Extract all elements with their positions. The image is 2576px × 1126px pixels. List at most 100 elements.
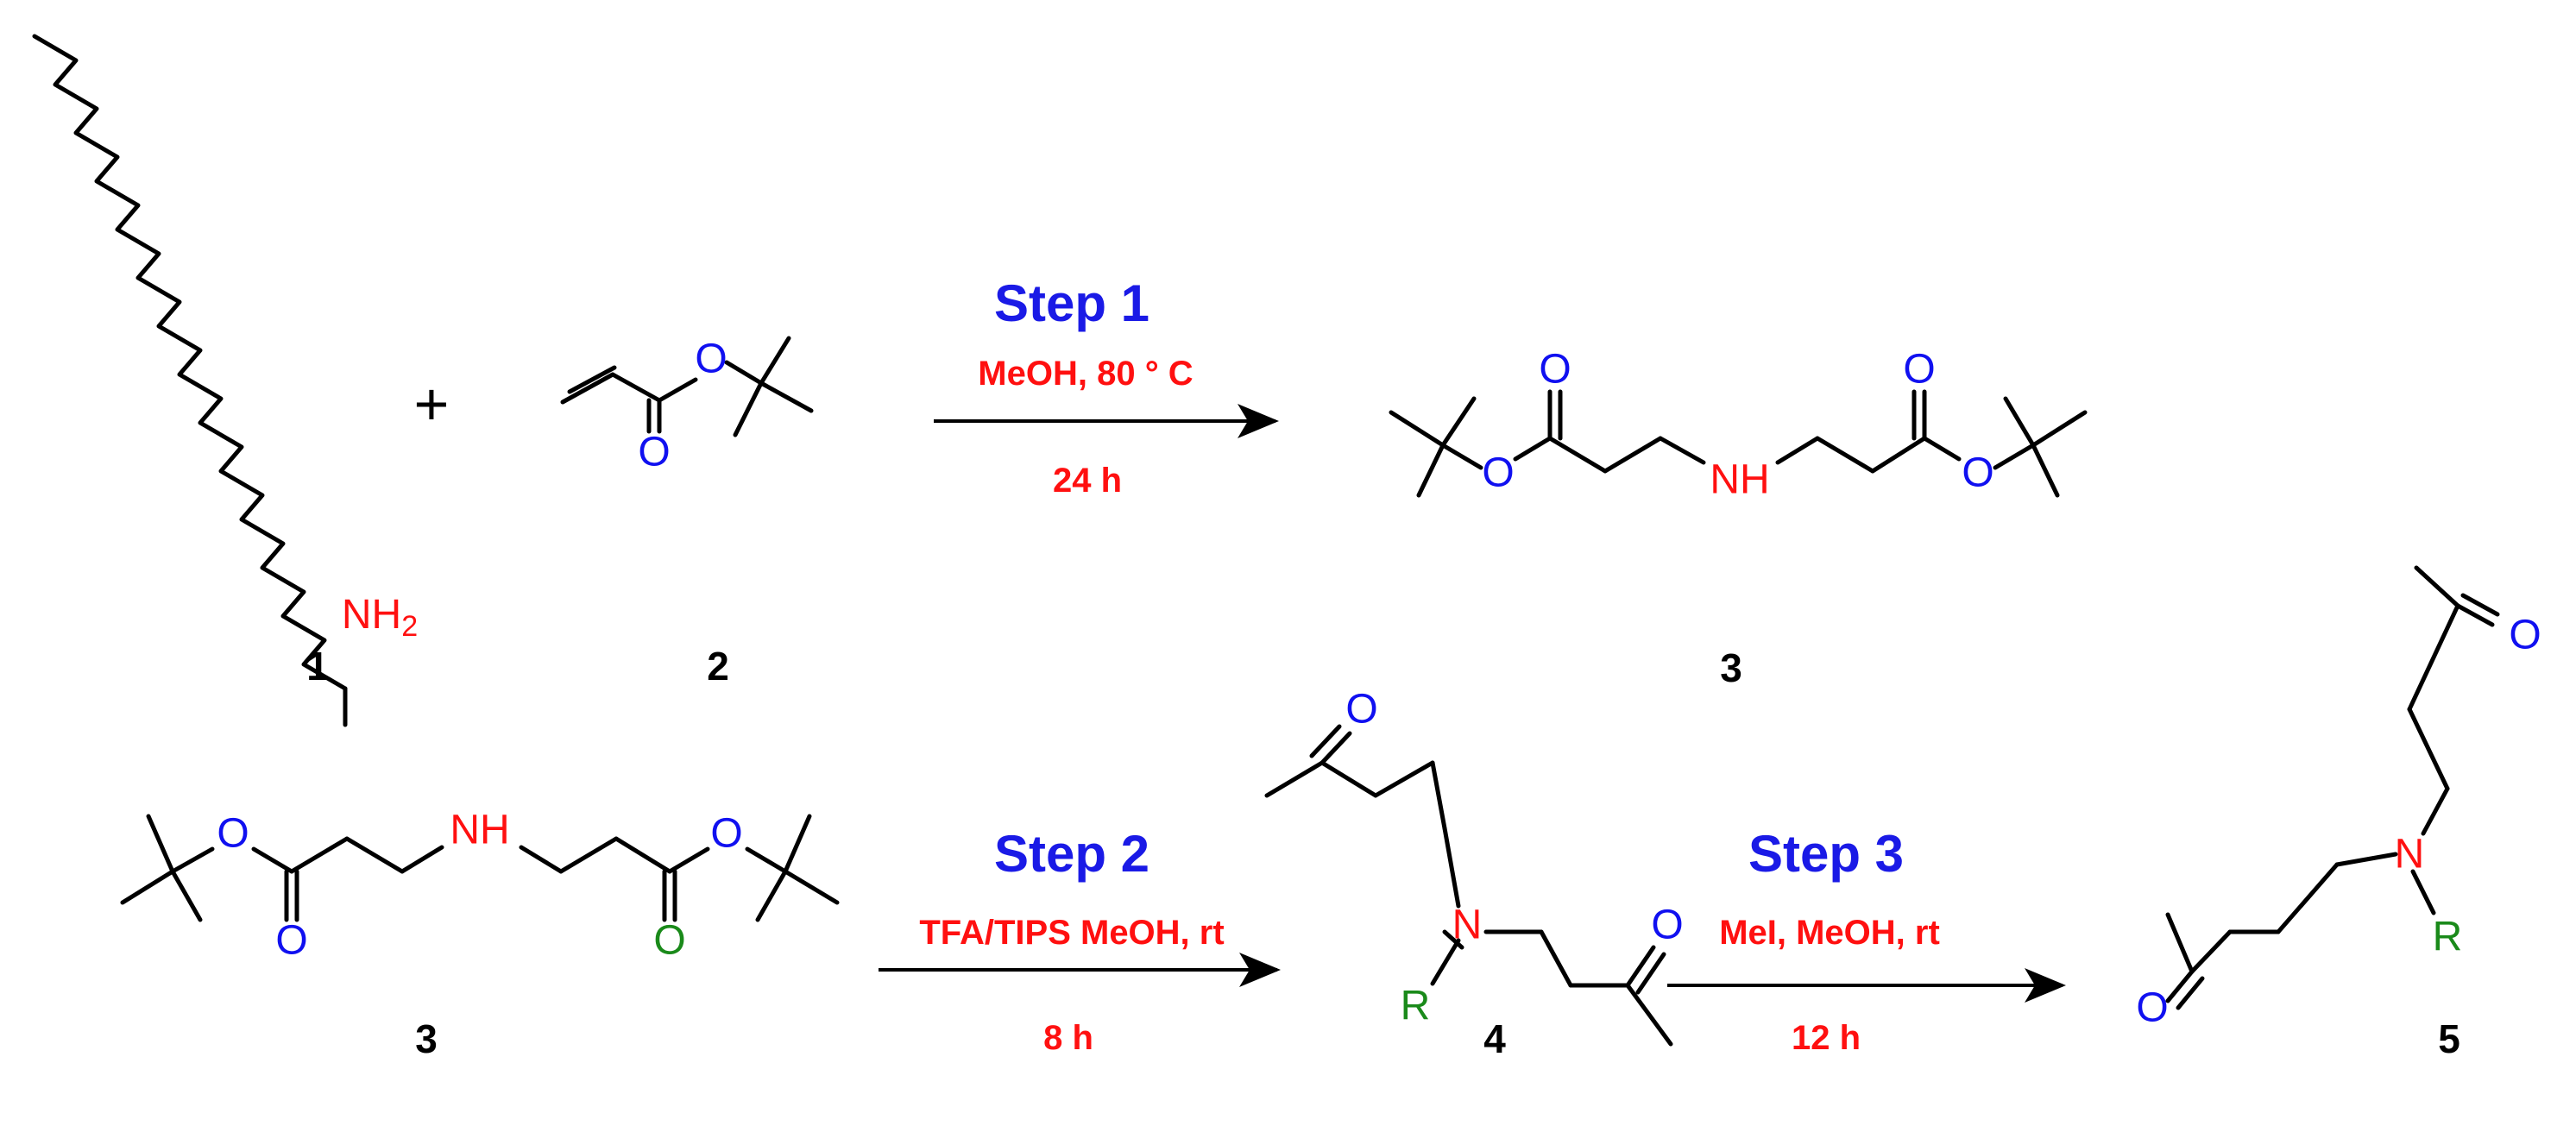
step-2: Step 2 TFA/TIPS MeOH, rt 8 h: [879, 825, 1281, 1057]
tbu-left-me2: [1416, 443, 1445, 498]
b-chain-left-2: [344, 836, 405, 874]
plus-sign: +: [414, 370, 450, 437]
c4-co-lower-b: [1635, 952, 1666, 995]
b-tbu-left-me2: [146, 814, 175, 874]
c5-left-2: [2276, 862, 2340, 934]
compound-1-octadecylamine: NH2 1: [32, 34, 418, 727]
b-tbu-right-me3: [755, 869, 788, 922]
c4-to-n: [1442, 826, 1461, 909]
tbu-right-me2: [2031, 410, 2088, 448]
b-chain-left-3: [400, 845, 444, 874]
step-2-time: 8 h: [1043, 1019, 1093, 1057]
compound-5: O N R O 5: [2136, 565, 2541, 1061]
step-3-reagents: MeI, MeOH, rt: [1719, 914, 1940, 952]
o-carbonyl-right: [1922, 436, 1962, 462]
tbu-left-o: [1440, 443, 1483, 470]
c3t-ether-o-left: O: [1482, 450, 1514, 496]
c3b-carbonyl-o-right: O: [653, 918, 685, 964]
c5-me-upper: [2414, 565, 2460, 608]
vinyl-double-bond: [567, 365, 617, 394]
b-tbu-left-me3: [170, 869, 203, 922]
c3b-ether-o-right: O: [710, 811, 742, 857]
amine-nh-text: NH: [342, 592, 401, 638]
c4-ketone-o-lower: O: [1651, 903, 1683, 948]
amine-nh2: NH2: [342, 592, 418, 644]
step-1-time: 24 h: [1053, 462, 1122, 500]
compound-4: O N R O 4: [1264, 687, 1684, 1061]
c-c-bond: [610, 372, 662, 403]
compound-3-top: O O NH O O 3: [1389, 347, 2088, 690]
c5-upper-1: [2407, 603, 2460, 712]
c3t-carbonyl-o-left: O: [1539, 347, 1571, 393]
c4-co-lower-a: [1625, 945, 1656, 988]
compound-label-1: 1: [306, 644, 329, 689]
c4-upper-1: [1319, 760, 1378, 798]
compound-label-4: 4: [1483, 1016, 1506, 1061]
c5-n-to-r: [2410, 869, 2436, 915]
c5-nitrogen: N: [2395, 832, 2425, 878]
tbu-me1: [759, 336, 791, 386]
c5-left-1: [2334, 852, 2398, 867]
c4-r-group: R: [1401, 984, 1431, 1029]
tbu-right-me3: [2031, 443, 2060, 498]
c5-co-upper-a: [2455, 603, 2495, 627]
vinyl-single-bond: [560, 372, 615, 405]
b-tbu-right-me2: [783, 869, 840, 905]
c4-ketone-o-upper: O: [1345, 687, 1377, 733]
c-o-bond: [657, 377, 698, 403]
compound-label-3-top: 3: [1720, 645, 1742, 690]
c4-n-r: [1442, 929, 1464, 950]
step-3: Step 3 MeI, MeOH, rt 12 h: [1667, 825, 2066, 1057]
c5-co-upper-b: [2460, 593, 2500, 617]
tbu-right-o: [1993, 443, 2036, 470]
b-tbu-left-o: [170, 846, 215, 874]
chain-right-3: [1870, 436, 1927, 474]
b-o-carbonyl-right: [667, 846, 710, 874]
compound-label-5: 5: [2438, 1016, 2460, 1061]
o-carbonyl-left: [1513, 436, 1553, 462]
c5-co-lower-a: [2165, 969, 2195, 1003]
c5-upper-2: [2407, 707, 2450, 791]
c4-me-lower: [1625, 983, 1673, 1047]
c3b-ether-o-left: O: [217, 811, 249, 857]
tbu-left-me3: [1440, 396, 1477, 448]
c5-left-4: [2189, 929, 2233, 974]
c3b-amine-nh: NH: [450, 808, 509, 853]
chain-right-1: [1775, 436, 1820, 465]
b-chain-right-2: [558, 836, 619, 874]
step-3-title: Step 3: [1748, 825, 1904, 883]
b-chain-left-1: [289, 836, 350, 874]
tbu-right-me1: [2003, 396, 2036, 448]
c4-co-upper-b: [1309, 724, 1342, 758]
b-tbu-left-me1: [120, 869, 175, 905]
c4-upper-2: [1373, 760, 1435, 798]
c5-ketone-o-lower: O: [2136, 985, 2168, 1031]
c5-me-lower: [2165, 912, 2195, 974]
step-1-reagents: MeOH, 80 ° C: [978, 355, 1193, 393]
c4-lower-2: [1539, 929, 1573, 988]
compound-2-tert-butyl-acrylate: O O 2: [560, 336, 814, 689]
step-2-title: Step 2: [994, 825, 1149, 883]
c3b-carbonyl-o-left: O: [275, 918, 307, 964]
b-o-carbonyl-left: [251, 846, 294, 874]
c3t-carbonyl-o-right: O: [1903, 347, 1935, 393]
b-chain-right-3: [614, 836, 672, 874]
c4-me-upper: [1264, 760, 1325, 798]
b-chain-right-1: [519, 845, 564, 874]
tbu-left-me1: [1389, 410, 1445, 448]
step-3-time: 12 h: [1792, 1019, 1861, 1057]
chain-left-1: [1547, 436, 1608, 474]
chain-left-2: [1603, 436, 1663, 474]
c5-co-lower-b: [2176, 976, 2205, 1010]
compound-label-3-bottom: 3: [415, 1016, 438, 1061]
chain-right-2: [1815, 436, 1875, 474]
c4-nitrogen: N: [1452, 903, 1483, 948]
c3t-ether-o-right: O: [1962, 450, 1993, 496]
c5-ketone-o-upper: O: [2509, 613, 2541, 658]
alkyl-chain-bonds: [32, 34, 348, 691]
tbu-me3: [733, 381, 764, 437]
compound-3-bottom: O O NH O O 3: [120, 808, 840, 1061]
amine-subscript: 2: [401, 610, 418, 643]
c4-upper-3: [1430, 760, 1447, 831]
